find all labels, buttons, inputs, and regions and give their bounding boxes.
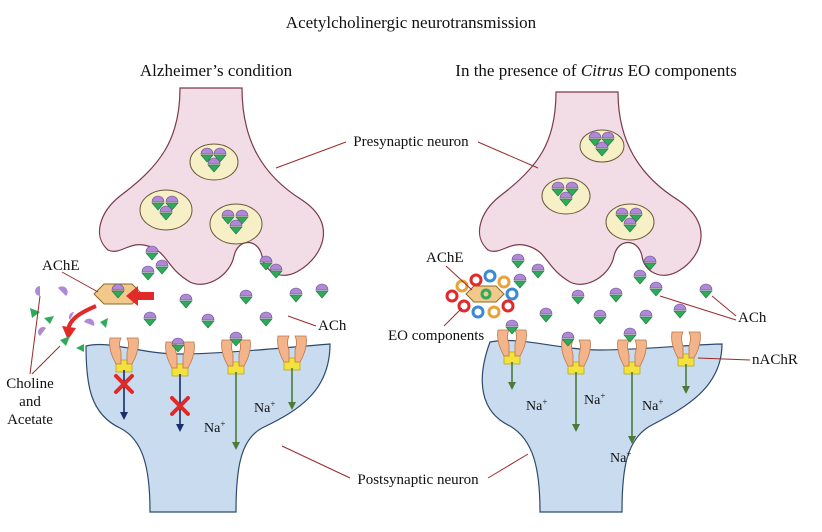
- presynaptic-neuron-left: [98, 87, 324, 285]
- presynaptic-leader-right: [477, 141, 539, 169]
- blocked-arrowhead-left-2: [176, 424, 184, 432]
- ach-label-right: ACh: [738, 310, 767, 326]
- na-label-right-2: Na+: [584, 391, 605, 408]
- choline-leader-1: [29, 295, 41, 375]
- postsynaptic-leader-right: [487, 453, 529, 479]
- vesicle-right-2: [541, 177, 591, 215]
- na-label-left-2: Na+: [254, 399, 275, 416]
- ach-leader-left: [287, 315, 317, 327]
- choline-label-line1: Choline: [6, 376, 54, 392]
- presynaptic-leader-left: [275, 141, 347, 169]
- postsynaptic-neuron-left: [85, 343, 331, 513]
- ache-leader-right: [445, 265, 473, 291]
- na-arrowhead-left-4: [288, 402, 296, 410]
- nachr-label: nAChR: [752, 352, 798, 368]
- choline-acetate-fragments: [30, 286, 108, 352]
- ach-leader-right-1: [711, 295, 737, 317]
- ache-label-right: AChE: [426, 250, 464, 266]
- na-label-right-4: Na+: [610, 449, 631, 466]
- left-panel-title: Alzheimer’s condition: [140, 61, 293, 80]
- block-x-left-2: [170, 396, 190, 416]
- right-title-italic: Citrus: [581, 61, 624, 80]
- eo-components-label: EO components: [388, 328, 484, 344]
- na-label-left-1: Na+: [204, 419, 225, 436]
- vesicle-left-1: [189, 143, 239, 181]
- nachr-leader: [697, 357, 751, 361]
- na-label-right-1: Na+: [526, 397, 547, 414]
- right-title-pre: In the presence of: [455, 61, 581, 80]
- na-label-right-3: Na+: [642, 397, 663, 414]
- vesicle-left-2: [139, 189, 193, 231]
- eo-components-cluster: [445, 269, 519, 319]
- right-title-post: EO components: [623, 61, 736, 80]
- na-arrowhead-right-3: [628, 436, 636, 444]
- vesicle-right-3: [605, 203, 655, 241]
- na-arrowhead-left-3: [232, 442, 240, 450]
- postsynaptic-leader-left: [281, 445, 351, 479]
- presynaptic-label: Presynaptic neuron: [353, 134, 469, 150]
- ache-label-left: AChE: [42, 258, 80, 274]
- choline-label-line2: and: [19, 394, 41, 410]
- split-arrow-left: [66, 304, 97, 331]
- ach-leader-right-2: [659, 295, 737, 321]
- ache-enzyme-right: [465, 285, 505, 303]
- postsynaptic-label: Postsynaptic neuron: [357, 472, 479, 488]
- na-arrowhead-right-1: [508, 382, 516, 390]
- vesicle-right-1: [579, 129, 625, 163]
- na-arrowhead-right-4: [682, 386, 690, 394]
- choline-label-line3: Acetate: [7, 412, 53, 428]
- vesicle-left-3: [209, 203, 263, 245]
- blocked-arrowhead-left-1: [120, 412, 128, 420]
- diagram-title: Acetylcholinergic neurotransmission: [286, 13, 537, 32]
- postsynaptic-neuron-right: [481, 339, 723, 513]
- choline-leader-2: [31, 345, 61, 375]
- ache-leader-left: [61, 271, 99, 293]
- eo-leader: [443, 307, 463, 327]
- split-arrowhead-left: [62, 326, 76, 340]
- block-x-left-1: [114, 374, 134, 394]
- right-panel-title: In the presence of Citrus EO components: [455, 61, 736, 80]
- ach-label-left: ACh: [318, 318, 347, 334]
- presynaptic-neuron-right: [478, 91, 702, 285]
- na-arrowhead-right-2: [572, 424, 580, 432]
- degradation-arrow-left: [126, 286, 154, 306]
